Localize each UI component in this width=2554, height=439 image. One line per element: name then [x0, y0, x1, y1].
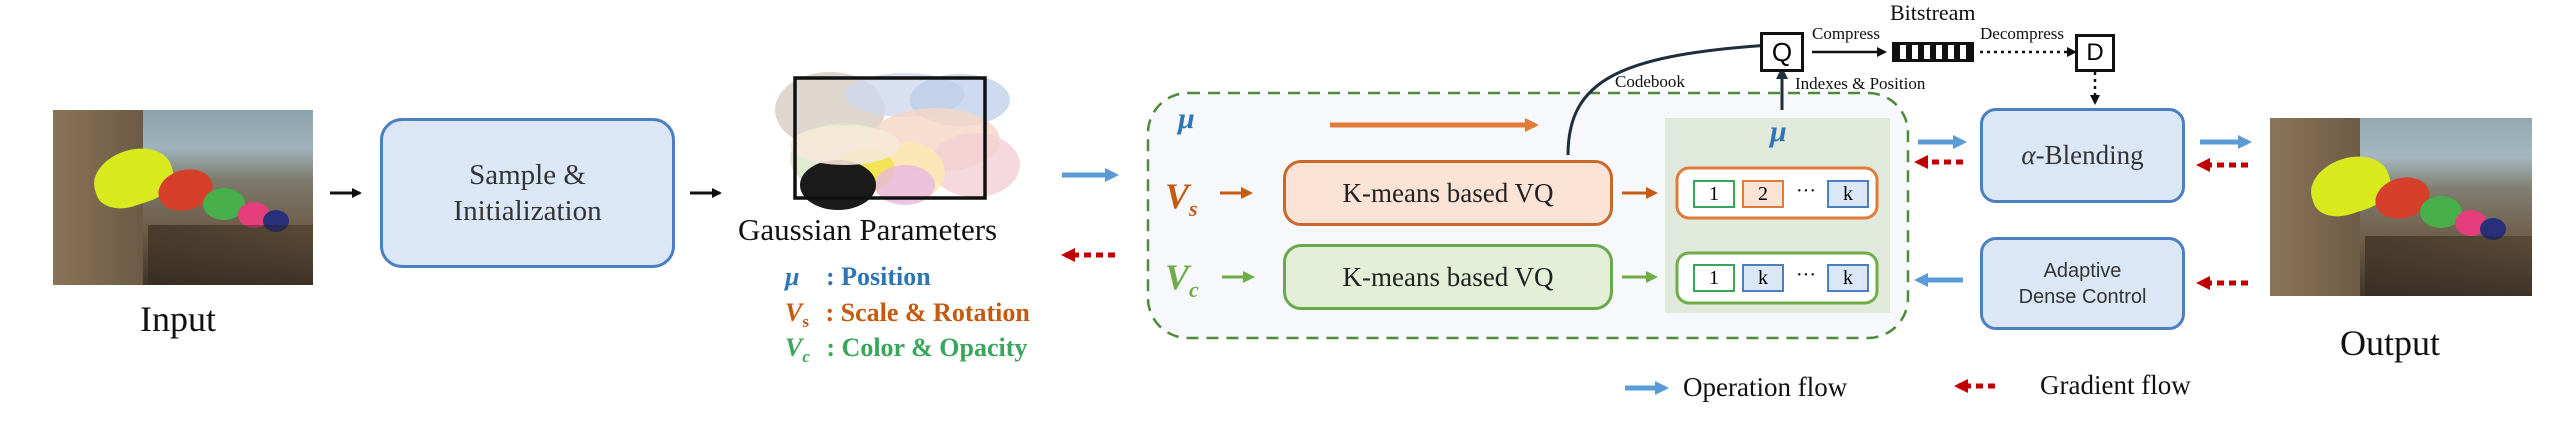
legend-vs-symbol: V: [785, 298, 803, 327]
alpha-symbol: α: [2021, 140, 2036, 170]
vs-symbol: V: [1165, 176, 1190, 216]
sample-line2: Initialization: [453, 195, 602, 227]
container-mu-label: μ: [1178, 102, 1195, 135]
output-image: [2270, 118, 2532, 296]
legend-mu-symbol: μ: [785, 262, 800, 291]
gaussian-ellipses: [775, 72, 1020, 210]
codebook-s-ellipsis: ···: [1796, 180, 1816, 202]
input-label: Input: [140, 299, 216, 339]
vc-symbol: V: [1165, 257, 1190, 297]
adaptive-line1: Adaptive: [2043, 259, 2122, 282]
vq-box-color: K-means based VQ: [1283, 244, 1613, 310]
codebook-c-ellipsis: ···: [1796, 264, 1816, 286]
codebook-c-cell-1: 1: [1693, 264, 1735, 292]
legend-scale-rotation: Vs : Scale & Rotation: [785, 298, 1030, 332]
legend-vc-sub: c: [802, 347, 810, 367]
codebook-label: Codebook: [1615, 72, 1685, 91]
gaussian-title: Gaussian Parameters: [738, 212, 998, 247]
sample-initialization-box: Sample & Initialization: [380, 118, 675, 268]
alpha-blending-box: α-Blending: [1980, 108, 2185, 203]
codebook-s-cell-k: k: [1827, 180, 1869, 208]
d-label: D: [2086, 39, 2104, 66]
legend-position: μ : Position: [785, 262, 931, 292]
indexes-position-label: Indexes & Position: [1795, 74, 1926, 93]
decompress-box: D: [2075, 34, 2115, 72]
quantize-box: Q: [1760, 32, 1804, 72]
codebook-s-cell-2: 2: [1742, 180, 1784, 208]
legend-position-desc: : Position: [825, 262, 931, 291]
compress-label: Compress: [1812, 24, 1880, 43]
legend-vs-sub: s: [802, 312, 809, 332]
bitstream-label: Bitstream: [1890, 0, 1976, 25]
codebook-c-cell-k: k: [1827, 264, 1869, 292]
vq-box-scale: K-means based VQ: [1283, 160, 1613, 226]
output-label: Output: [2340, 323, 2441, 363]
q-label: Q: [1771, 36, 1793, 67]
legend-gradient-flow: Gradient flow: [2040, 370, 2191, 400]
gaussian-view-frame: [793, 76, 987, 200]
codebook-c-cell-2: k: [1742, 264, 1784, 292]
legend-color-opacity: Vc : Color & Opacity: [785, 333, 1027, 367]
codebook-mu-label: μ: [1770, 115, 1787, 148]
legend-color-desc: : Color & Opacity: [826, 333, 1028, 362]
vs-sub: s: [1189, 196, 1198, 222]
legend-scale-desc: : Scale & Rotation: [825, 298, 1030, 327]
legend-vc-symbol: V: [785, 333, 803, 362]
vc-sub: c: [1189, 277, 1199, 303]
alpha-text: -Blending: [2035, 140, 2144, 170]
input-image: [53, 110, 313, 285]
container-vc-label: Vc: [1165, 256, 1199, 303]
decompress-label: Decompress: [1980, 24, 2065, 43]
sample-line1: Sample &: [469, 159, 586, 191]
codebook-s-cell-1: 1: [1693, 180, 1735, 208]
adaptive-dense-control-box: Adaptive Dense Control: [1980, 237, 2185, 330]
bitstream-bar: [1892, 42, 1974, 62]
container-vs-label: Vs: [1165, 175, 1198, 222]
codebook-curve-to-q: [1566, 39, 1773, 156]
legend-operation-flow: Operation flow: [1683, 372, 1848, 402]
adaptive-line2: Dense Control: [2018, 285, 2147, 308]
